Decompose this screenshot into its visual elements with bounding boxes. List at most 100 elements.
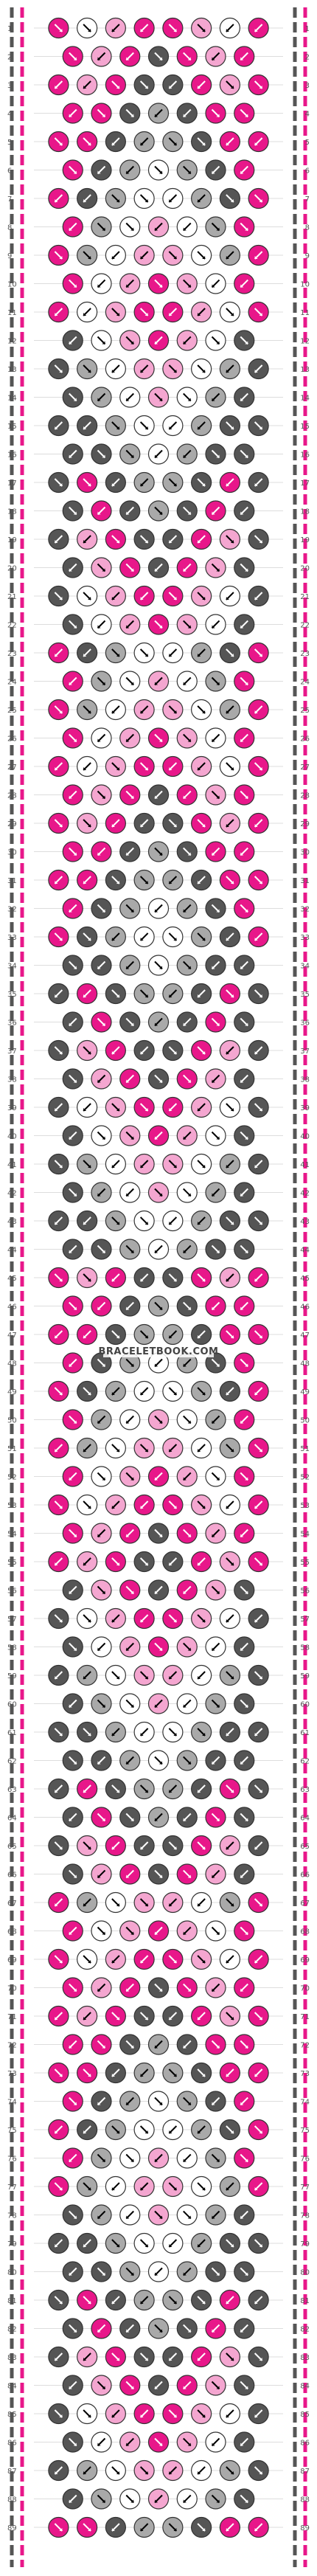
knot-arrow-head-icon [140,824,144,827]
knot-arrow-head-icon [169,1562,173,1565]
knot-arrow-head-icon [226,938,229,941]
knot-arrow-head-icon [159,1306,162,1310]
knot-arrow-head-icon [254,2074,258,2077]
knot-arrow-head-icon [226,1619,229,1622]
row-number-left: 26 [7,735,17,744]
knot-arrow-head-icon [69,909,72,913]
knot-arrow-head-icon [69,2045,72,2049]
knot-arrow-head-icon [126,625,130,629]
knot-arrow-head-icon [183,1477,187,1481]
knot-arrow-head-icon [55,994,58,997]
knot-arrow-head-icon [97,1647,101,1651]
knot-arrow-head-icon [126,1761,130,1765]
knot-arrow-head-icon [144,767,148,770]
knot-arrow-head-icon [116,1222,119,1225]
knot-arrow-head-icon [202,1619,206,1622]
row-number-left: 4 [7,111,12,119]
knot-arrow-head-icon [183,2045,187,2049]
knot-arrow-head-icon [116,540,119,543]
row-number-left: 81 [7,2297,17,2305]
knot-arrow-head-icon [88,2301,91,2304]
knot-arrow-head-icon [198,313,201,316]
knot-arrow-head-icon [216,454,220,458]
knot-arrow-head-icon [259,2471,262,2474]
row-number-left: 19 [7,536,17,544]
knot-arrow-head-icon [73,1874,77,1878]
row-number-right: 59 [300,1672,310,1680]
knot-arrow-head-icon [216,682,220,685]
knot-arrow-head-icon [126,511,130,515]
knot-arrow-head-icon [97,1988,101,1992]
row-number-left: 36 [7,1019,17,1028]
row-number-left: 5 [7,139,12,147]
knot-arrow-head-icon [111,1960,115,1963]
knot-arrow-head-icon [183,114,187,117]
knot-arrow-head-icon [226,142,229,145]
knot-arrow-head-icon [202,2074,206,2077]
knot-arrow-head-icon [111,1051,115,1054]
knot-arrow-head-icon [183,1818,187,1821]
knot-arrow-head-icon [159,2442,162,2446]
knot-arrow-head-icon [83,2017,87,2020]
knot-arrow-head-icon [159,284,162,288]
knot-arrow-head-icon [88,1619,91,1622]
knot-arrow-head-icon [216,1477,220,1481]
knot-arrow-head-icon [102,2158,105,2162]
knot-arrow-head-icon [102,2272,105,2276]
knot-arrow-head-icon [97,170,101,174]
knot-arrow-head-icon [198,199,201,202]
row-number-left: 84 [7,2383,17,2391]
knot-arrow-head-icon [88,1278,91,1281]
row-number-right: 74 [300,2099,310,2107]
row-number-right: 25 [300,707,310,715]
row-number-right: 68 [300,1928,310,1936]
knot-arrow-head-icon [69,2499,72,2503]
knot-arrow-head-icon [97,2442,101,2446]
knot-arrow-head-icon [83,1676,87,1679]
row-number-left: 71 [7,2013,17,2021]
knot-arrow-head-icon [130,227,134,231]
knot-arrow-head-icon [254,483,258,486]
knot-arrow-head-icon [187,511,191,515]
row-number-right: 58 [300,1644,310,1652]
row-number-left: 9 [7,252,12,260]
knot-arrow-head-icon [102,682,105,685]
knot-arrow-head-icon [245,341,248,344]
knot-arrow-head-icon [254,370,258,373]
knot-arrow-head-icon [69,1931,72,1935]
knot-arrow-head-icon [97,1420,101,1424]
row-number-right: 45 [300,1275,310,1283]
knot-arrow-head-icon [259,654,262,657]
knot-arrow-head-icon [126,1874,130,1878]
knot-arrow-head-icon [173,2187,177,2190]
knot-arrow-head-icon [187,1647,191,1651]
knot-arrow-head-icon [140,370,144,373]
row-number-right: 66 [300,1872,310,1880]
knot-arrow-head-icon [140,1960,144,1963]
knot-arrow-head-icon [230,1449,234,1452]
knot-arrow-head-icon [155,1363,158,1367]
knot-arrow-head-icon [240,2102,244,2105]
row-number-left: 66 [7,1872,17,1880]
knot-arrow-head-icon [144,1562,148,1565]
knot-arrow-head-icon [73,1534,77,1537]
knot-arrow-head-icon [159,1420,162,1424]
knot-arrow-head-icon [144,1335,148,1338]
knot-arrow-head-icon [111,710,115,713]
row-number-right: 13 [300,366,310,374]
row-number-left: 7 [7,195,12,204]
knot-arrow-head-icon [59,2528,63,2531]
knot-arrow-head-icon [88,1051,91,1054]
knot-arrow-head-icon [230,881,234,884]
row-number-left: 85 [7,2411,17,2419]
row-number-right: 53 [300,1502,310,1510]
knot-arrow-head-icon [83,1449,87,1452]
knot-arrow-head-icon [83,2358,87,2361]
knot-arrow-head-icon [111,2301,115,2304]
knot-arrow-head-icon [155,795,158,799]
row-number-right: 17 [300,479,310,488]
row-number-right: 75 [300,2127,310,2135]
knot-arrow-head-icon [198,1108,201,1111]
row-number-left: 2 [7,54,12,62]
knot-arrow-head-icon [116,2471,119,2474]
